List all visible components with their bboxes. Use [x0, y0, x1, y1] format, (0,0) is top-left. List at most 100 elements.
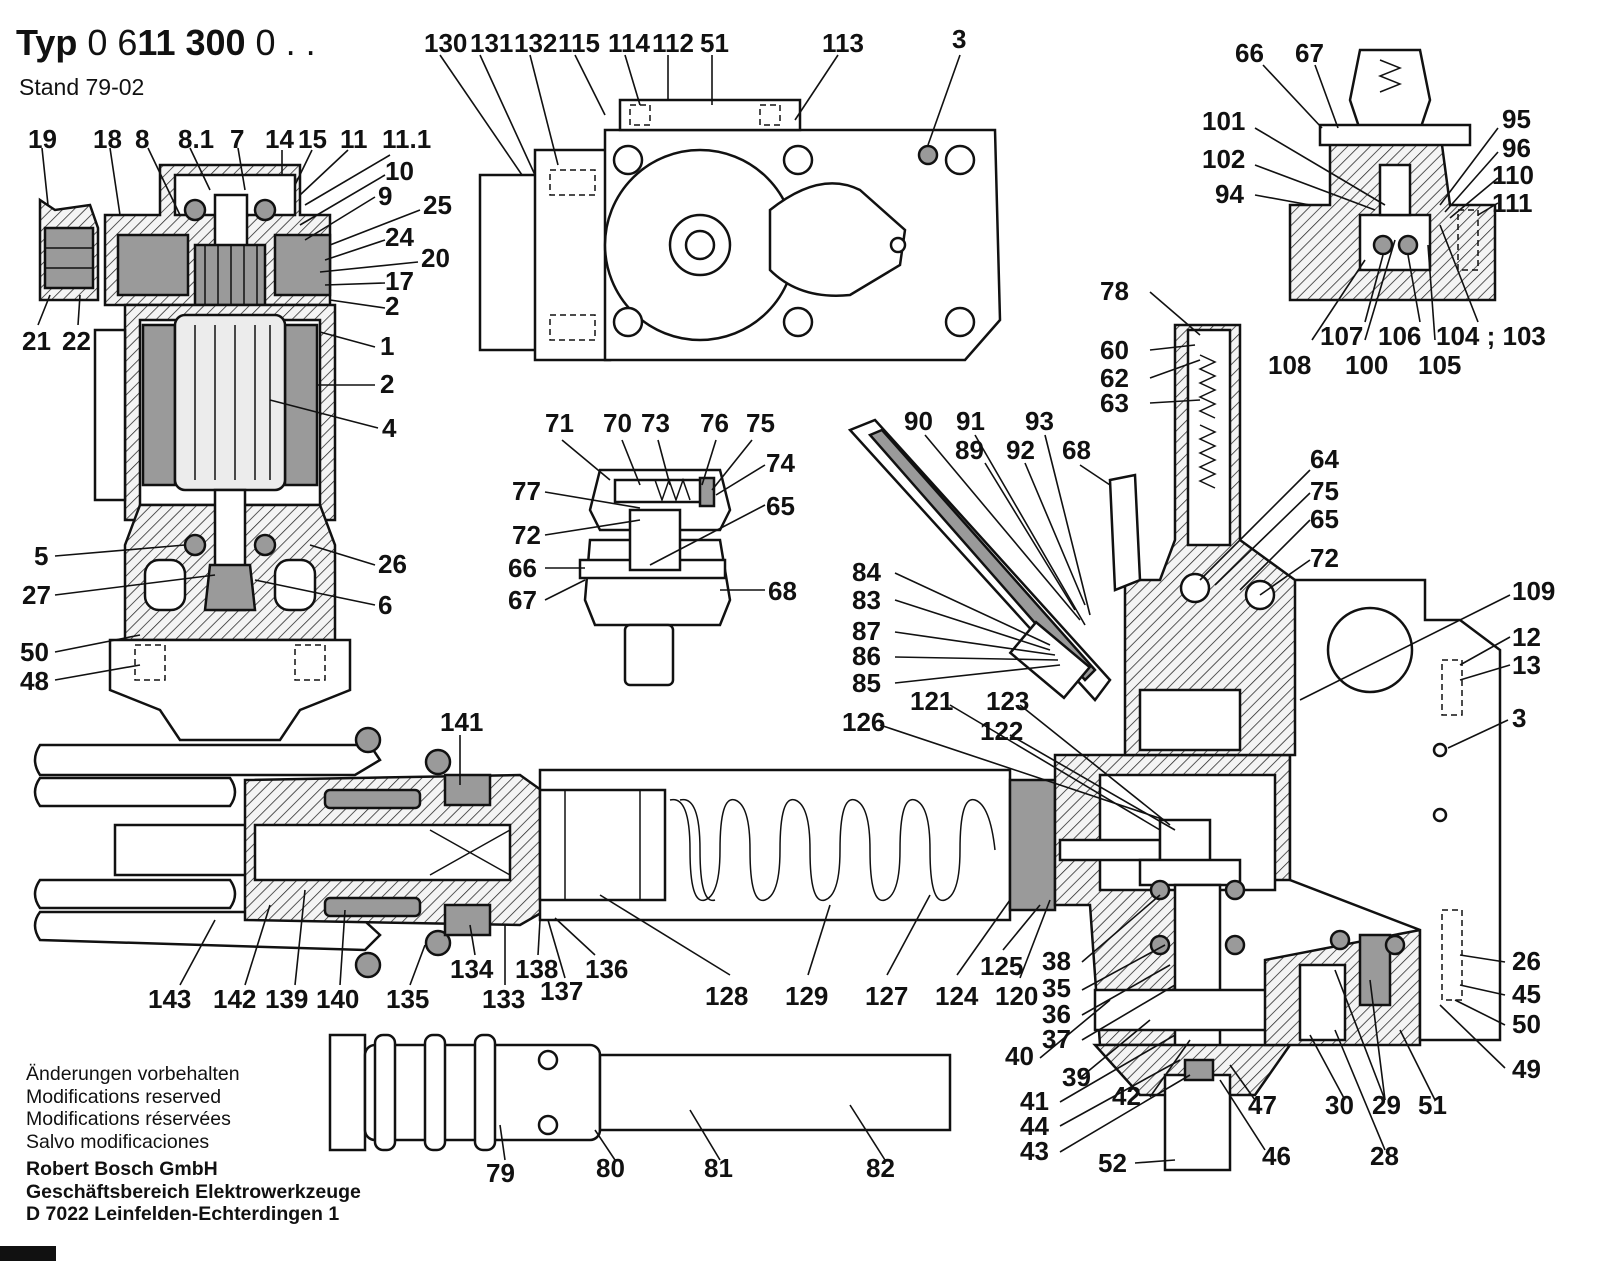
switch-spring-cup [1378, 163, 1412, 217]
label-41: 41 [1020, 1086, 1049, 1116]
label-4: 4 [382, 413, 397, 443]
label-66-trig: 66 [508, 553, 537, 583]
label-49: 49 [1512, 1054, 1541, 1084]
lock-ring-lower [443, 903, 492, 937]
label-115: 115 [558, 28, 600, 58]
intermediate-shaft [1298, 963, 1347, 1042]
switch-pin [1318, 123, 1472, 147]
label-81: 81 [704, 1153, 733, 1183]
label-130: 130 [424, 28, 467, 58]
label-141: 141 [440, 707, 483, 737]
label-86: 86 [852, 641, 881, 671]
label-17: 17 [385, 266, 414, 296]
gear-hub-bolt [684, 229, 716, 261]
label-66: 66 [1235, 38, 1264, 68]
label-136: 136 [585, 954, 628, 984]
label-3-main: 3 [1512, 703, 1526, 733]
leader-lines [37, 54, 1511, 1164]
label-127: 127 [865, 981, 908, 1011]
label-78: 78 [1100, 276, 1129, 306]
label-12: 12 [1512, 622, 1541, 652]
label-121: 121 [910, 686, 953, 716]
large-gear [1093, 988, 1292, 1032]
label-108: 108 [1268, 350, 1311, 380]
label-46: 46 [1262, 1141, 1291, 1171]
label-84: 84 [852, 557, 881, 587]
label-48: 48 [20, 666, 49, 696]
label-38: 38 [1042, 946, 1071, 976]
armature [173, 313, 287, 492]
label-85: 85 [852, 668, 881, 698]
trigger-lever [628, 508, 682, 572]
label-52: 52 [1098, 1148, 1127, 1178]
modifications-note: Änderungen vorbehalten Modifications res… [26, 1063, 240, 1153]
side-grip [1108, 473, 1142, 592]
label-28: 28 [1370, 1141, 1399, 1171]
handle-grip-upper [33, 743, 382, 777]
cable-plug-end [328, 1033, 367, 1152]
label-37: 37 [1042, 1024, 1071, 1054]
label-95: 95 [1502, 104, 1531, 134]
label-18: 18 [93, 124, 122, 154]
pinion [203, 563, 257, 612]
label-87: 87 [852, 616, 881, 646]
label-26: 26 [378, 549, 407, 579]
label-47: 47 [1248, 1090, 1277, 1120]
label-45: 45 [1512, 979, 1541, 1009]
note-line-de: Änderungen vorbehalten [26, 1063, 240, 1085]
label-107: 107 [1320, 321, 1363, 351]
cover-screw-3 [917, 144, 939, 166]
label-2-mid: 2 [380, 369, 394, 399]
label-92: 92 [1006, 435, 1035, 465]
motor-base-flange [108, 638, 352, 742]
label-101: 101 [1202, 106, 1245, 136]
label-122: 122 [980, 716, 1023, 746]
cover-side-plate [533, 148, 612, 362]
label-67-trig: 67 [508, 585, 537, 615]
label-74: 74 [766, 448, 795, 478]
connecting-rod [1058, 838, 1162, 862]
type-code-part3: 0 . . [255, 22, 316, 63]
label-105: 105 [1418, 350, 1461, 380]
part-labels: 130 131 132 115 114 112 51 113 3 66 67 1… [20, 24, 1555, 1188]
label-91: 91 [956, 406, 985, 436]
retaining-sleeve-upper [323, 788, 422, 810]
main-hammer-assembly [33, 323, 1502, 1172]
label-35: 35 [1042, 973, 1071, 1003]
label-7: 7 [230, 124, 244, 154]
retaining-sleeve-lower [323, 896, 422, 918]
type-word: Typ [16, 22, 78, 63]
gearbox-cover-assembly [478, 98, 1002, 362]
label-73: 73 [641, 408, 670, 438]
label-51-main: 51 [1418, 1090, 1447, 1120]
company-city: D 7022 Leinfelden-Echterdingen 1 [26, 1203, 340, 1225]
lug-screw [889, 236, 907, 254]
label-19: 19 [28, 124, 57, 154]
label-10: 10 [385, 156, 414, 186]
label-24: 24 [385, 222, 414, 252]
note-line-en: Modifications reserved [26, 1085, 222, 1108]
stand-date: Stand 79-02 [19, 74, 145, 100]
label-120: 120 [995, 981, 1038, 1011]
handle-grip-upper-2 [33, 776, 237, 808]
nose-tube [1163, 1073, 1232, 1172]
label-80: 80 [596, 1153, 625, 1183]
label-70: 70 [603, 408, 632, 438]
company-division: Geschäftsbereich Elektrowerkzeuge [26, 1180, 361, 1203]
label-20: 20 [421, 243, 450, 273]
label-143: 143 [148, 984, 191, 1014]
label-110: 110 [1492, 160, 1534, 190]
label-79: 79 [486, 1158, 515, 1188]
label-2-top: 2 [385, 291, 399, 321]
label-76: 76 [700, 408, 729, 438]
label-114: 114 [608, 28, 650, 58]
switch-detail-assembly [1288, 48, 1497, 302]
label-8-1: 8.1 [178, 124, 214, 154]
label-27: 27 [22, 580, 51, 610]
label-15: 15 [298, 124, 327, 154]
label-30: 30 [1325, 1090, 1354, 1120]
striker [538, 788, 667, 902]
handle-tube-bore [1186, 328, 1232, 547]
power-cable [598, 1053, 952, 1132]
label-124: 124 [935, 981, 979, 1011]
